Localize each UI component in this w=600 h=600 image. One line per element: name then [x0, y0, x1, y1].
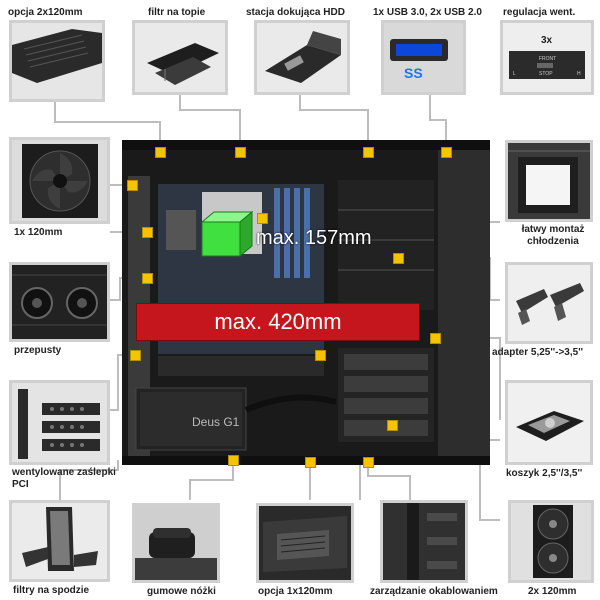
thumb-grommets [9, 262, 110, 342]
gpu-length-bar [136, 303, 420, 341]
thumb-vented-pci-slots [9, 380, 110, 465]
usb-ss-logo: SS [404, 65, 423, 81]
gpu-length-label: max. 420mm [214, 309, 342, 334]
fan-control-low: L [513, 71, 516, 77]
marker-top-fan-option [155, 147, 166, 158]
fan-control-stop: STOP [539, 71, 553, 77]
thumb-drive-cage [505, 380, 593, 465]
thumb-bottom-filters [9, 500, 110, 582]
fan-control-high: H [577, 71, 581, 77]
label-vented-pci-slots: wentylowane zaślepki PCI [12, 467, 116, 490]
marker-drive-cage [430, 333, 441, 344]
marker-rear-fan [127, 180, 138, 191]
label-rear-fan: 1x 120mm [14, 227, 63, 238]
marker-cable-management [387, 420, 398, 431]
label-bay-adapter: adapter 5,25''->3,5'' [492, 347, 583, 358]
label-hdd-dock: stacja dokująca HDD [246, 7, 345, 18]
thumb-bottom-fan-option [256, 503, 354, 583]
cpu-cooler-height-label: max. 157mm [256, 227, 372, 249]
fan-control-front: FRONT [539, 56, 556, 62]
thumb-hdd-dock [254, 20, 350, 95]
marker-front-fans [315, 350, 326, 361]
marker-hdd-dock [363, 147, 374, 158]
marker-bottom-filters [228, 455, 239, 466]
marker-grommets-2 [142, 273, 153, 284]
label-cable-management: zarządzanie okablowaniem [370, 586, 498, 597]
label-easy-cooler-mount: łatwy montaż chłodzenia [521, 224, 585, 247]
marker-usb-ports [441, 147, 452, 158]
thumb-top-filter [132, 20, 228, 95]
thumb-rubber-feet [132, 503, 220, 583]
marker-bay-adapter [393, 253, 404, 264]
label-drive-cage: koszyk 2,5''/3,5'' [506, 468, 583, 479]
thumb-easy-cooler-mount [505, 140, 593, 222]
label-top-filter: filtr na topie [148, 7, 206, 18]
label-bottom-fan-option: opcja 1x120mm [258, 586, 333, 597]
label-fan-control: regulacja went. [503, 7, 576, 18]
label-rubber-feet: gumowe nóżki [147, 586, 216, 597]
marker-rubber-feet [305, 457, 316, 468]
marker-easy-cooler-mount [257, 213, 268, 224]
label-front-fans: 2x 120mm [528, 586, 577, 597]
marker-bottom-fan-option [363, 457, 374, 468]
marker-top-filter [235, 147, 246, 158]
marker-vented-pci-slots [130, 350, 141, 361]
thumb-front-fans [508, 500, 594, 583]
psu-label: Deus G1 [192, 415, 240, 429]
thumb-cable-management [380, 500, 468, 583]
marker-grommets [142, 227, 153, 238]
thumb-bay-adapter [505, 262, 593, 344]
label-grommets: przepusty [14, 345, 62, 356]
label-usb-ports: 1x USB 3.0, 2x USB 2.0 [373, 7, 482, 18]
fan-control-count: 3x [541, 35, 553, 46]
thumb-rear-fan [9, 137, 110, 224]
label-top-fan-option: opcja 2x120mm [8, 7, 83, 18]
label-bottom-filters: filtry na spodzie [13, 585, 90, 596]
thumb-fan-control: 3x FRONT L STOP H [500, 20, 594, 95]
thumb-usb-ports: SS [381, 20, 466, 95]
thumb-top-fan-option [9, 20, 105, 102]
cpu-cooler-height-cube [200, 210, 254, 258]
